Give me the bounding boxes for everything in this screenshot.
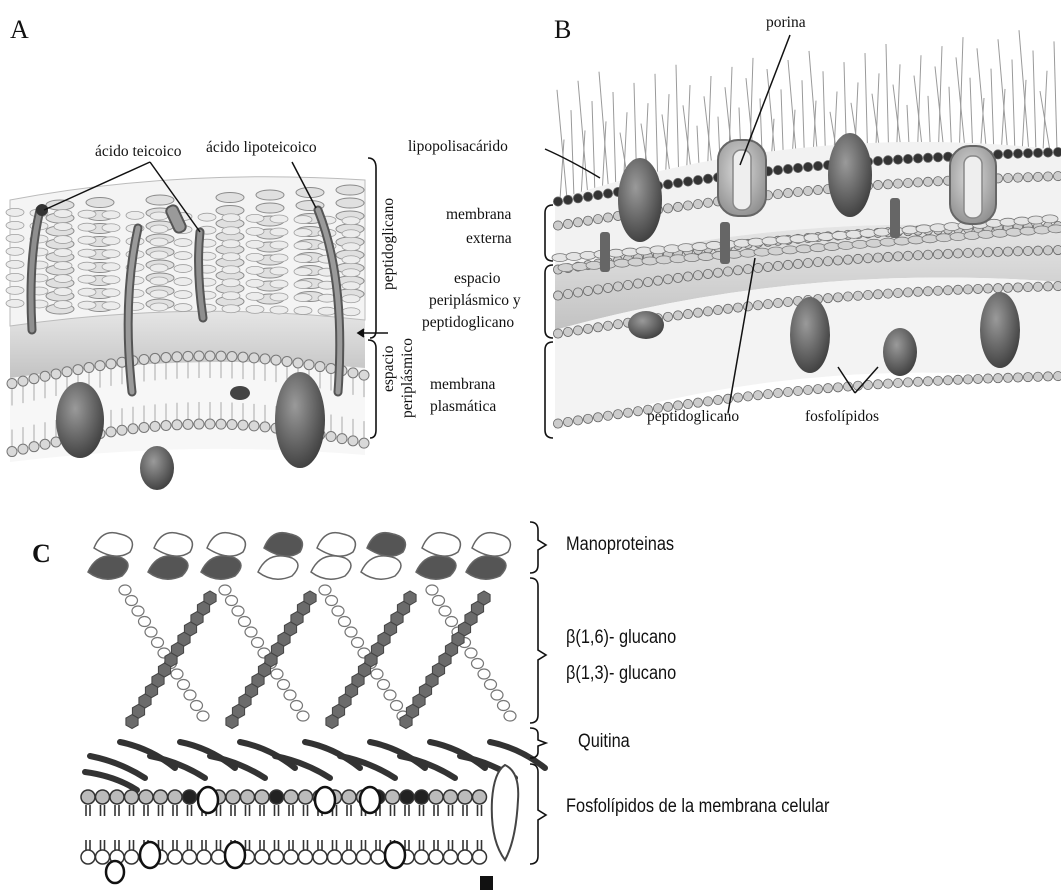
label-glucan-13: β(1,3)- glucano [566, 664, 676, 685]
label-lipopolysaccharide: lipopolisacárido [408, 138, 508, 155]
label-periplasm-1: espacio [454, 270, 500, 287]
c-phospholipid-bilayer [81, 787, 487, 883]
label-periplasmic-2: periplásmico [399, 338, 417, 418]
c-glucan-chains [119, 585, 516, 729]
label-teichoic-acid: ácido teicoico [95, 143, 182, 160]
b-membrane-protein [883, 328, 917, 376]
label-glucan-16: β(1,6)- glucano [566, 628, 676, 649]
label-outer-membrane-1: membrana [446, 206, 511, 223]
panel-a-gram-positive-wall [6, 158, 388, 490]
panel-c-letter: C [32, 540, 51, 569]
a-membrane-protein [230, 386, 250, 400]
label-phospholipids-b: fosfolípidos [805, 408, 879, 425]
label-periplasm-2: periplásmico y [429, 292, 521, 309]
b-membrane-protein [618, 158, 662, 242]
label-periplasmic-1: espacio [380, 346, 398, 392]
label-phospholipids-c: Fosfolípidos de la membrana celular [566, 797, 829, 818]
b-membrane-protein [628, 311, 664, 339]
b-brackets [545, 205, 553, 438]
b-membrane-protein [790, 297, 830, 373]
c-membrane-protein [492, 765, 518, 860]
panel-b-letter: B [554, 16, 571, 45]
label-lipoteichoic-acid: ácido lipoteicoico [206, 139, 317, 156]
panel-a-letter: A [10, 16, 29, 45]
label-peptidoglycan-b: peptidoglicano [647, 408, 739, 425]
label-chitin: Quitina [578, 732, 630, 753]
label-outer-membrane-2: externa [466, 230, 512, 247]
label-peptidoglycan-vertical: peptidoglicano [380, 198, 398, 290]
panel-b-gram-negative-wall [545, 30, 1061, 438]
b-membrane-protein [828, 133, 872, 217]
b-membrane-protein [980, 292, 1020, 368]
label-plasma-membrane-2: plasmática [430, 398, 496, 415]
a-membrane-protein [140, 446, 174, 490]
c-chitin-fibers [85, 742, 545, 790]
label-periplasm-3: peptidoglicano [422, 314, 514, 331]
a-membrane-protein [275, 372, 325, 468]
c-mannoproteins [88, 533, 510, 580]
label-porin: porina [766, 14, 806, 31]
panel-c-fungal-wall [81, 522, 546, 890]
a-membrane-protein [56, 382, 104, 458]
c-brackets [530, 522, 546, 864]
label-mannoproteins: Manoproteinas [566, 535, 674, 556]
label-plasma-membrane-1: membrana [430, 376, 495, 393]
